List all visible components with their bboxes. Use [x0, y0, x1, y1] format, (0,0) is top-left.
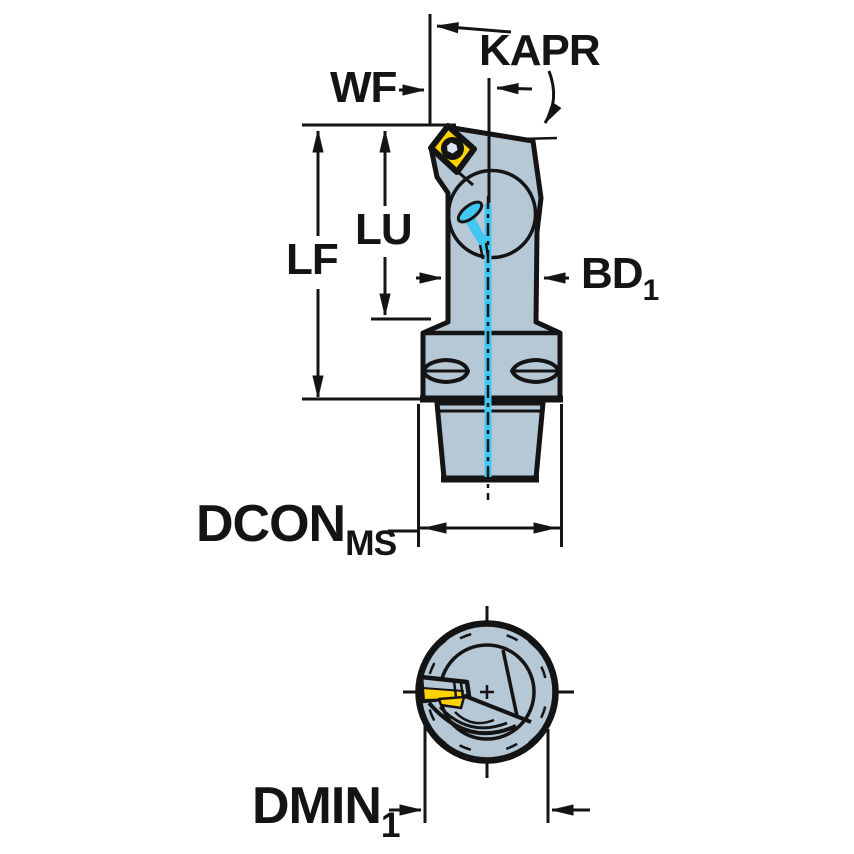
coupling-dashed-circle [425, 630, 549, 754]
coolant-outlet [456, 200, 484, 224]
bd-text: BD [581, 249, 644, 298]
label-bd1: BD1 [581, 249, 659, 306]
coolant-stream [466, 218, 490, 251]
label-wf: WF [330, 63, 397, 112]
holder-tick-a [452, 680, 458, 698]
insert-screw-socket [447, 142, 458, 154]
dmin-subscript: 1 [380, 806, 401, 846]
dmin-text: DMIN [252, 777, 382, 835]
center-cross [480, 685, 494, 699]
label-dcon-ms: DCONMS [196, 495, 397, 562]
lu-text: LU [355, 205, 413, 254]
wf-top-arrow [436, 22, 512, 34]
label-kapr: KAPR [479, 26, 601, 75]
rim-mark-upper-right [528, 640, 542, 653]
side-view [420, 123, 563, 500]
kapr-angle-arrow [543, 70, 562, 124]
bd-subscript: 1 [642, 273, 660, 307]
lf-text: LF [286, 235, 339, 284]
rim-mark-upper-left [432, 639, 447, 652]
wf-text: WF [330, 63, 397, 112]
kapr-text: KAPR [479, 26, 601, 75]
label-lf: LF [286, 235, 339, 284]
head-facet-line [501, 649, 519, 717]
cutting-edge-extension-line [519, 136, 558, 141]
pocket-arc-middle [438, 705, 508, 730]
holder-tick-b [459, 682, 465, 699]
dcon-text: DCON [196, 495, 346, 553]
kapr-arrow [496, 82, 533, 95]
rim-mark-lower-right [528, 731, 542, 744]
pocket-arc-outer [427, 701, 517, 736]
head-sphere-contour [446, 168, 538, 260]
end-view-dimensions [389, 716, 590, 823]
side-view-dimensions [302, 14, 569, 547]
dcon-subscript: MS [345, 524, 397, 564]
centerline-tick-a [478, 244, 485, 260]
end-view [403, 606, 574, 778]
end-view-insert-tip [437, 695, 466, 710]
label-lu: LU [355, 205, 413, 254]
head-edge-diagonal [464, 694, 532, 724]
pocket-arc-inner [454, 711, 495, 725]
label-dmin1: DMIN1 [252, 777, 401, 844]
centerline-tick-b [484, 242, 490, 257]
rim-mark-lower-left [432, 732, 447, 745]
